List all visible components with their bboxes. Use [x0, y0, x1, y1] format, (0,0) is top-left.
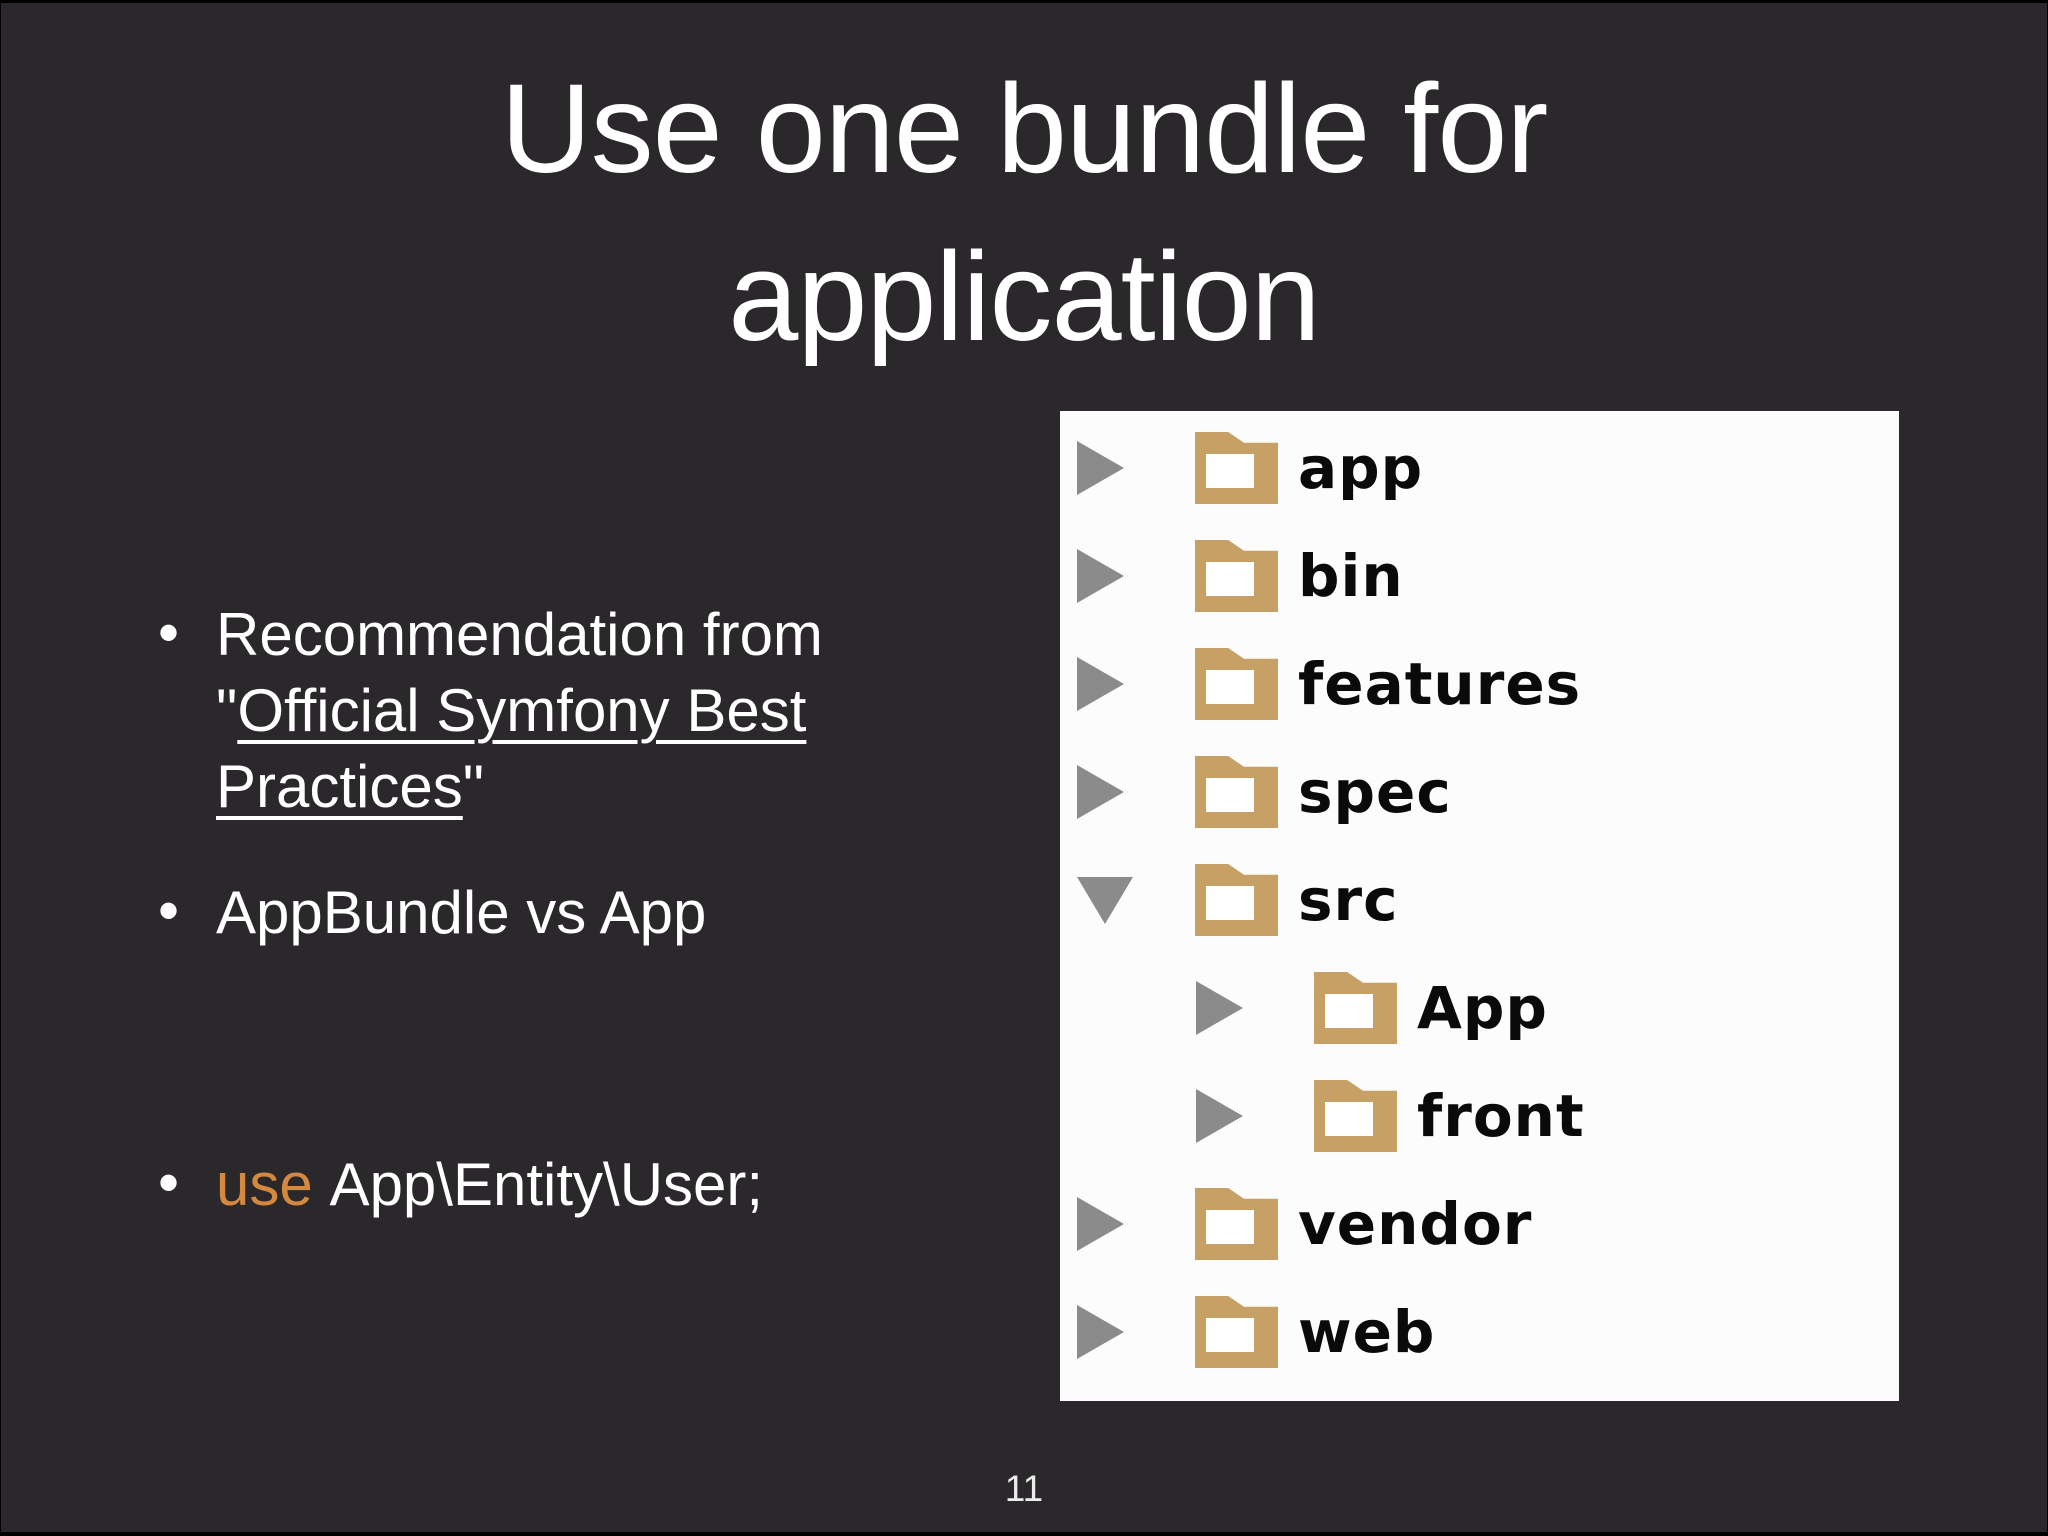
tree-item-label: App — [1417, 974, 1548, 1042]
tree-item-label: spec — [1298, 758, 1452, 826]
tree-item-label: front — [1417, 1082, 1585, 1150]
folder-icon — [1195, 756, 1278, 828]
tree-item-src[interactable]: src — [1060, 846, 1899, 954]
disclosure-triangle-collapsed-icon[interactable] — [1196, 1089, 1243, 1143]
folder-icon — [1195, 648, 1278, 720]
tree-item-label: src — [1298, 866, 1399, 934]
tree-item-spec[interactable]: spec — [1060, 738, 1899, 846]
code-namespace: App\Entity\User; — [329, 1151, 764, 1218]
disclosure-triangle-collapsed-icon[interactable] — [1077, 765, 1124, 819]
slide-title: Use one bundle for application — [500, 58, 1549, 367]
disclosure-triangle-collapsed-icon[interactable] — [1077, 441, 1124, 495]
bullet-text-prefix: Recommendation from — [216, 601, 823, 668]
disclosure-triangle-collapsed-icon[interactable] — [1077, 549, 1124, 603]
bullet-appbundle-vs-app: • AppBundle vs App — [158, 875, 861, 951]
symfony-best-practices-link[interactable]: Official Symfony Best Practices — [216, 677, 807, 820]
disclosure-triangle-collapsed-icon[interactable] — [1077, 1197, 1124, 1251]
folder-icon — [1195, 864, 1278, 936]
bullet-dot: • — [158, 877, 180, 944]
tree-item-web[interactable]: web — [1060, 1278, 1899, 1386]
folder-icon — [1195, 1296, 1278, 1368]
file-tree: app bin features spec src App front vend… — [1060, 414, 1899, 1386]
tree-item-label: web — [1298, 1298, 1436, 1366]
folder-icon — [1314, 1080, 1397, 1152]
tree-item-bin[interactable]: bin — [1060, 522, 1899, 630]
tree-item-vendor[interactable]: vendor — [1060, 1170, 1899, 1278]
bullet-dot: • — [158, 599, 180, 666]
tree-item-features[interactable]: features — [1060, 630, 1899, 738]
bullet-recommendation: • Recommendation from "Official Symfony … — [158, 597, 861, 825]
tree-item-label: features — [1298, 650, 1582, 718]
code-keyword-use: use — [216, 1151, 313, 1218]
bullet-text: AppBundle vs App — [216, 879, 707, 946]
tree-item-label: vendor — [1298, 1190, 1533, 1258]
folder-icon — [1314, 972, 1397, 1044]
tree-item-label: app — [1298, 434, 1424, 502]
tree-item-app[interactable]: app — [1060, 414, 1899, 522]
disclosure-triangle-collapsed-icon[interactable] — [1077, 657, 1124, 711]
folder-icon — [1195, 540, 1278, 612]
disclosure-triangle-expanded-icon[interactable] — [1077, 876, 1133, 924]
quote-open: " — [216, 677, 238, 744]
folder-icon — [1195, 1188, 1278, 1260]
disclosure-triangle-collapsed-icon[interactable] — [1196, 981, 1243, 1035]
quote-close: " — [462, 753, 485, 820]
tree-item-label: bin — [1298, 542, 1404, 610]
page-number: 11 — [1004, 1468, 1044, 1509]
tree-item-front[interactable]: front — [1060, 1062, 1899, 1170]
bullet-dot: • — [158, 1149, 180, 1216]
disclosure-triangle-collapsed-icon[interactable] — [1077, 1305, 1124, 1359]
file-tree-panel: app bin features spec src App front vend… — [1060, 411, 1899, 1401]
folder-icon — [1195, 432, 1278, 504]
tree-item-App[interactable]: App — [1060, 954, 1899, 1062]
